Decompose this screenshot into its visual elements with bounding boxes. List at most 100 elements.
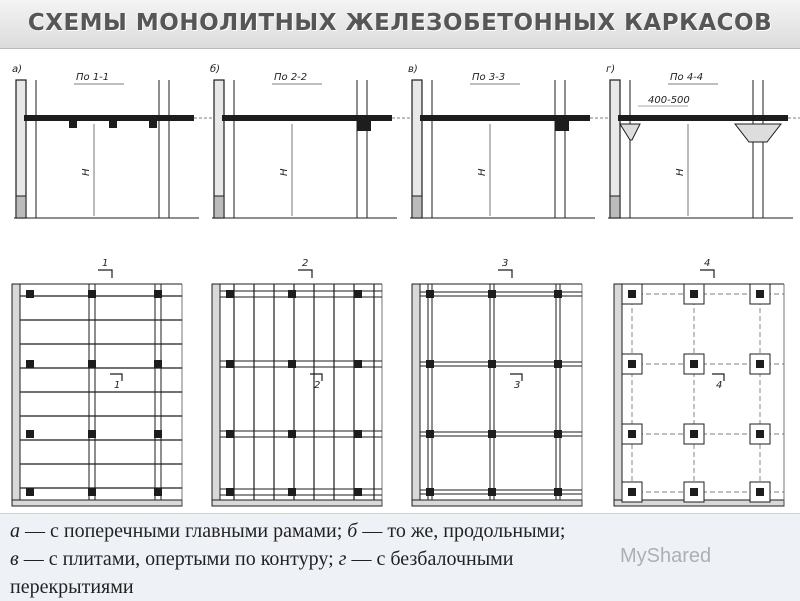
column — [354, 430, 362, 438]
section-views: а) По 1-1Hб) По 2-2Hв) По 3-3Hг) По 4-4 400-5… — [12, 63, 800, 219]
column — [88, 360, 96, 368]
beam-rib — [109, 121, 117, 128]
caption-segment: г — [338, 548, 347, 570]
column — [26, 430, 34, 438]
main-beam — [555, 121, 569, 131]
exterior-wall — [11, 283, 21, 507]
section-title: По 3-3 — [472, 72, 505, 83]
column — [554, 488, 562, 496]
section-3: в)По 3-3H — [408, 64, 610, 219]
section-title: По 4-4 — [670, 72, 703, 83]
caption-line-3: перекрытиями — [10, 576, 134, 599]
cut-mark — [498, 269, 513, 278]
column — [554, 430, 562, 438]
section-2: б) По 2-2H — [210, 63, 412, 219]
exterior-wall — [613, 283, 623, 507]
column — [690, 488, 698, 496]
column — [26, 488, 34, 496]
height-label: H — [81, 168, 92, 176]
section-title: По 1-1 — [76, 72, 109, 83]
column — [426, 488, 434, 496]
caption-line-2: в — с плитами, опертыми по контуру; г — … — [10, 548, 514, 571]
floor-slab — [618, 115, 788, 121]
column — [756, 430, 764, 438]
cut-mark — [700, 269, 715, 278]
column — [354, 290, 362, 298]
column — [426, 290, 434, 298]
column — [88, 488, 96, 496]
caption-segment: в — [10, 548, 19, 570]
column — [226, 430, 234, 438]
beam-rib — [69, 121, 77, 128]
panel-letter: в) — [408, 64, 418, 75]
column-capital — [619, 123, 641, 141]
cut-mark — [110, 373, 123, 381]
column — [488, 360, 496, 368]
cut-mark-label: 1 — [114, 380, 120, 391]
column — [288, 430, 296, 438]
cut-mark — [712, 373, 725, 381]
beam-rib — [149, 121, 157, 128]
column — [88, 290, 96, 298]
column — [628, 360, 636, 368]
column — [354, 360, 362, 368]
cut-mark — [510, 373, 523, 381]
plan-3: 33 — [411, 258, 583, 507]
plan-2: 22 — [211, 258, 383, 507]
caption-segment: — то же, продольными; — [357, 520, 566, 542]
panel-letter: б) — [210, 63, 220, 75]
column — [226, 488, 234, 496]
column — [690, 360, 698, 368]
column — [354, 488, 362, 496]
column — [288, 360, 296, 368]
cut-mark-label: 4 — [704, 258, 710, 269]
column — [628, 488, 636, 496]
caption-box: а — с поперечными главными рамами; б — т… — [0, 513, 800, 601]
column — [690, 430, 698, 438]
section-1: а) По 1-1H — [12, 64, 214, 219]
column — [426, 430, 434, 438]
height-label: H — [675, 168, 686, 176]
column — [488, 430, 496, 438]
column — [154, 290, 162, 298]
caption-segment: а — [10, 520, 20, 542]
column — [690, 290, 698, 298]
exterior-wall — [211, 283, 221, 507]
frame-schemes-drawing: а) По 1-1Hб) По 2-2Hв) По 3-3Hг) По 4-4 400-5… — [11, 63, 800, 507]
cut-mark-label: 3 — [502, 258, 508, 269]
column — [756, 488, 764, 496]
column — [154, 430, 162, 438]
cut-mark-label: 2 — [302, 258, 308, 269]
column — [488, 290, 496, 298]
panel-letter: г) — [606, 64, 615, 75]
exterior-wall — [411, 499, 583, 507]
title-bar — [0, 0, 800, 49]
plan-4: 44 — [613, 258, 785, 507]
caption-line-1: а — с поперечными главными рамами; б — т… — [10, 520, 565, 543]
wall-base-hatch — [609, 195, 621, 219]
exterior-wall — [11, 499, 183, 507]
height-label: H — [279, 168, 290, 176]
cut-mark — [98, 269, 113, 278]
caption-segment: — с поперечными главными рамами; — [20, 520, 348, 542]
column — [628, 290, 636, 298]
cut-mark-label: 1 — [102, 258, 108, 269]
column — [154, 360, 162, 368]
exterior-wall — [411, 283, 421, 507]
column — [488, 488, 496, 496]
column — [288, 290, 296, 298]
column — [554, 360, 562, 368]
panel-letter: а) — [12, 64, 22, 75]
column — [26, 290, 34, 298]
section-title: По 2-2 — [274, 72, 307, 83]
floor-slab — [420, 115, 590, 121]
floor-slab — [24, 115, 194, 121]
cut-mark — [310, 373, 323, 381]
wall-base-hatch — [15, 195, 27, 219]
caption-segment: б — [347, 520, 358, 542]
column — [154, 488, 162, 496]
dimension-label: 400-500 — [648, 95, 690, 106]
cut-mark-label: 3 — [514, 380, 520, 391]
